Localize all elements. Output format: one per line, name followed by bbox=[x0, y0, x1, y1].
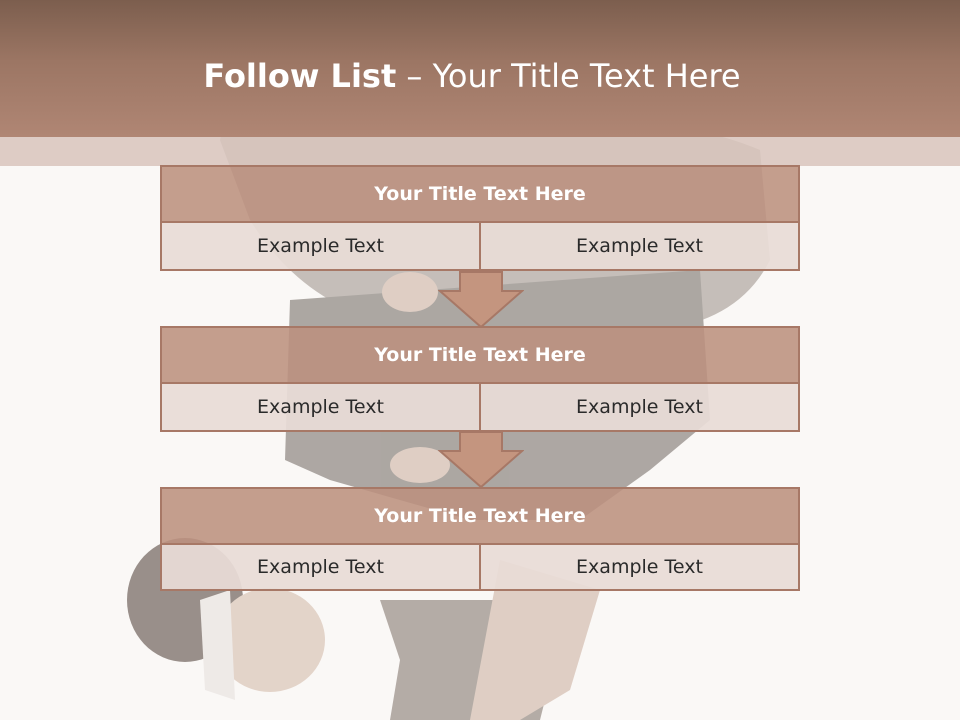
block-cell-right: Example Text bbox=[479, 382, 800, 432]
block-cell-right: Example Text bbox=[479, 221, 800, 271]
down-arrow-icon bbox=[438, 431, 524, 489]
title-bold: Follow List bbox=[203, 57, 397, 95]
title-separator: – bbox=[396, 57, 433, 95]
block-cell-right: Example Text bbox=[479, 543, 800, 591]
title-rest: Your Title Text Here bbox=[432, 57, 741, 95]
down-arrow-icon bbox=[438, 271, 524, 329]
block-cell-left: Example Text bbox=[160, 221, 481, 271]
slide-title: Follow List – Your Title Text Here bbox=[0, 54, 944, 98]
header-bar bbox=[0, 0, 960, 137]
header-strip bbox=[0, 137, 960, 166]
block-cell-left: Example Text bbox=[160, 543, 481, 591]
block-title: Your Title Text Here bbox=[160, 326, 800, 384]
block-title: Your Title Text Here bbox=[160, 165, 800, 223]
block-title: Your Title Text Here bbox=[160, 487, 800, 545]
block-cell-left: Example Text bbox=[160, 382, 481, 432]
